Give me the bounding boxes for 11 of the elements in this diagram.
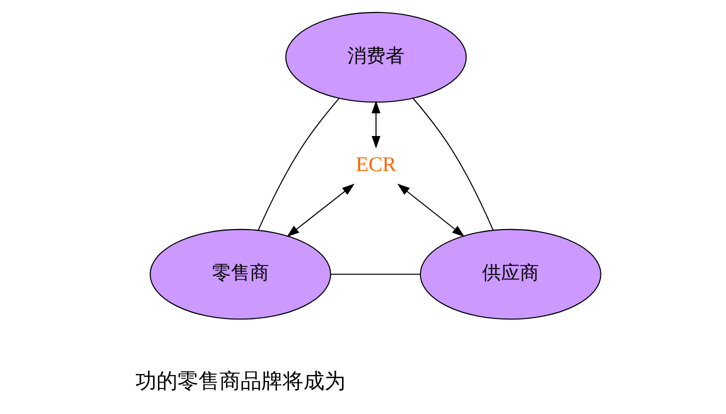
node-ellipse: 消费者 xyxy=(284,12,466,103)
connector xyxy=(412,98,494,230)
arrow xyxy=(396,184,464,237)
connector xyxy=(257,98,339,230)
connector xyxy=(330,274,420,275)
arrow xyxy=(286,184,354,237)
node-ellipse: 供应商 xyxy=(419,228,601,320)
node-ellipse: 零售商 xyxy=(149,228,331,320)
arrow xyxy=(371,100,380,149)
node-text: ECR xyxy=(355,152,396,176)
label: 功的零售商品牌将成为 xyxy=(134,370,345,393)
